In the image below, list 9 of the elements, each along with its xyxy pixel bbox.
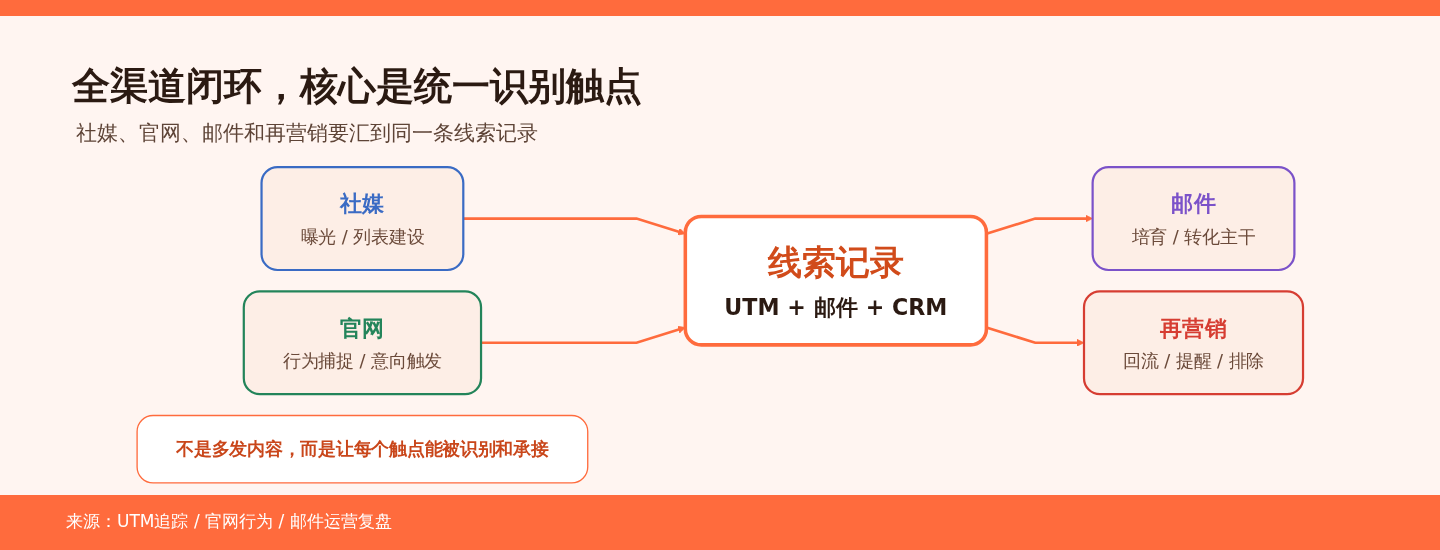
diagram-title: 全渠道闭环，核心是统一识别触点 [72, 64, 642, 110]
node-box: 线索记录 UTM + 邮件 + CRM [683, 214, 989, 347]
node-box: 官网 行为捕捉 / 意向触发 [242, 290, 483, 396]
subtitle: 社媒、官网、邮件和再营销要汇到同一条线索记录 [76, 120, 538, 147]
node-box: 社媒 曝光 / 列表建设 [260, 166, 465, 272]
source-note: 来源：UTM追踪 / 官网行为 / 邮件运营复盘 [66, 510, 392, 533]
node-box: 不是多发内容，而是让每个触点能被识别和承接 [136, 414, 589, 484]
node-box: 邮件 培育 / 转化主干 [1091, 166, 1296, 272]
node-box: 再营销 回流 / 提醒 / 排除 [1082, 290, 1305, 396]
